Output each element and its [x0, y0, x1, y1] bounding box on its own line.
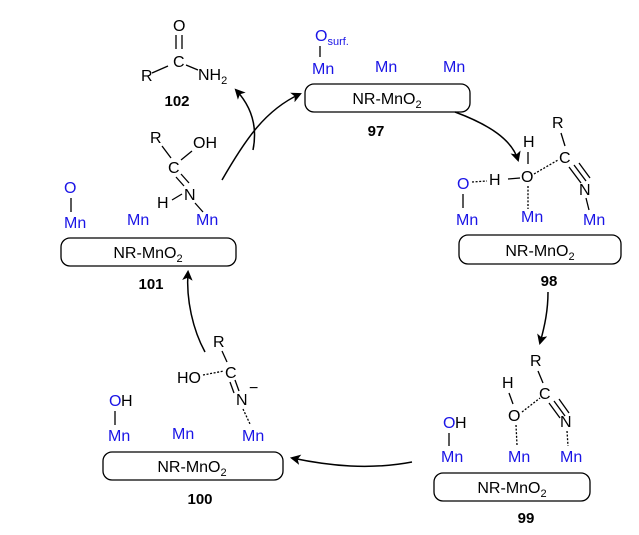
support-label: NR-MnO2 [157, 459, 226, 479]
support-box [433, 472, 591, 502]
coordination-bond [521, 397, 541, 413]
triple-bond [548, 402, 561, 419]
compound-label: 102 [164, 93, 189, 110]
surface-oxygen: Osurf. [315, 28, 349, 48]
hydroxide-group: HO [177, 370, 201, 387]
surface-oxygen: O [64, 180, 76, 197]
support-label: NR-MnO2 [505, 243, 574, 263]
carbon-atom: C [173, 54, 185, 71]
mn-atom: Mn [456, 212, 478, 229]
bridging-hydrogen: H [489, 172, 501, 189]
mn-atom: Mn [108, 428, 130, 445]
mn-atom: Mn [375, 59, 397, 76]
nitrogen-atom: N [236, 392, 248, 409]
mn-atom: Mn [508, 449, 530, 466]
mn-atom: Mn [441, 449, 463, 466]
coordination-bond [566, 430, 569, 447]
compound-label: 100 [187, 491, 212, 508]
carbon-atom: C [559, 150, 571, 167]
oxygen-atom: O [173, 18, 185, 35]
arrow-100-to-101 [182, 269, 206, 353]
coordination-bond [202, 370, 225, 376]
support-box [458, 234, 622, 265]
mn-atom: Mn [64, 215, 86, 232]
coordination-bond [242, 408, 251, 425]
arrow-99-to-100 [289, 454, 413, 468]
nitrogen-atom: N [560, 414, 572, 431]
mn-atom: Mn [521, 209, 543, 226]
r-group: R [552, 115, 564, 132]
compound-99: R C N H O O H Mn Mn Mn NR-MnO2 99 [433, 353, 591, 527]
arrow-97-to-98 [454, 111, 521, 163]
surface-hydroxyl-h: H [121, 393, 133, 410]
surface-hydroxyl: O [443, 415, 455, 432]
nitrogen-atom: N [579, 182, 591, 199]
compound-100: R C HO N − O H Mn Mn Mn NR-MnO2 100 [102, 334, 284, 508]
r-group: R [150, 130, 162, 147]
arrow-98-to-99 [537, 291, 549, 346]
water-hydrogen: H [523, 134, 535, 151]
support-label: NR-MnO2 [352, 91, 421, 111]
compound-101: O Mn Mn Mn R C OH N H NR-MnO2 101 [60, 130, 237, 293]
mn-atom: Mn [127, 212, 149, 229]
mn-atom: Mn [196, 212, 218, 229]
carbon-atom: C [168, 160, 180, 177]
compound-102: O C R NH2 102 [141, 18, 227, 110]
r-group: R [530, 353, 542, 370]
carbon-atom: C [225, 365, 237, 382]
triple-bond [568, 166, 582, 184]
compound-97: Osurf. Mn Mn Mn NR-MnO2 97 [304, 28, 471, 140]
negative-charge: − [249, 380, 258, 397]
oxygen-atom: O [508, 408, 520, 425]
surface-oxygen: O [457, 176, 469, 193]
compound-98: R C N H O H O Mn Mn Mn NR-MnO2 98 [456, 115, 622, 290]
coordination-bond [533, 159, 559, 175]
coordination-bond [515, 424, 518, 446]
surface-hydroxyl: O [109, 393, 121, 410]
compound-label: 98 [541, 273, 558, 290]
compound-label: 99 [518, 510, 535, 527]
mn-atom: Mn [242, 428, 264, 445]
r-group: R [141, 68, 153, 85]
mn-atom: Mn [172, 426, 194, 443]
compound-label: 97 [368, 123, 385, 140]
compound-label: 101 [138, 276, 163, 293]
hydrogen-bond [471, 180, 488, 183]
surface-hydroxyl-h: H [455, 415, 467, 432]
double-bond [229, 381, 235, 394]
hydrogen-atom: H [502, 375, 514, 392]
arrow-release-102 [234, 88, 256, 151]
nh2-group: NH2 [198, 67, 227, 87]
r-group: R [213, 334, 225, 351]
arrow-101-to-97 [221, 92, 302, 181]
support-label: NR-MnO2 [477, 480, 546, 500]
support-box [102, 451, 284, 481]
double-bond [175, 176, 185, 187]
carbon-atom: C [539, 386, 551, 403]
mn-atom: Mn [443, 59, 465, 76]
mn-atom: Mn [560, 449, 582, 466]
support-box [60, 237, 237, 267]
water-oxygen: O [521, 169, 533, 186]
nitrogen-atom: N [184, 187, 196, 204]
support-label: NR-MnO2 [113, 245, 182, 265]
mn-atom: Mn [312, 61, 334, 78]
support-box [304, 83, 471, 113]
hydrogen-atom: H [157, 195, 169, 212]
mn-atom: Mn [583, 212, 605, 229]
hydroxyl-group: OH [193, 135, 217, 152]
